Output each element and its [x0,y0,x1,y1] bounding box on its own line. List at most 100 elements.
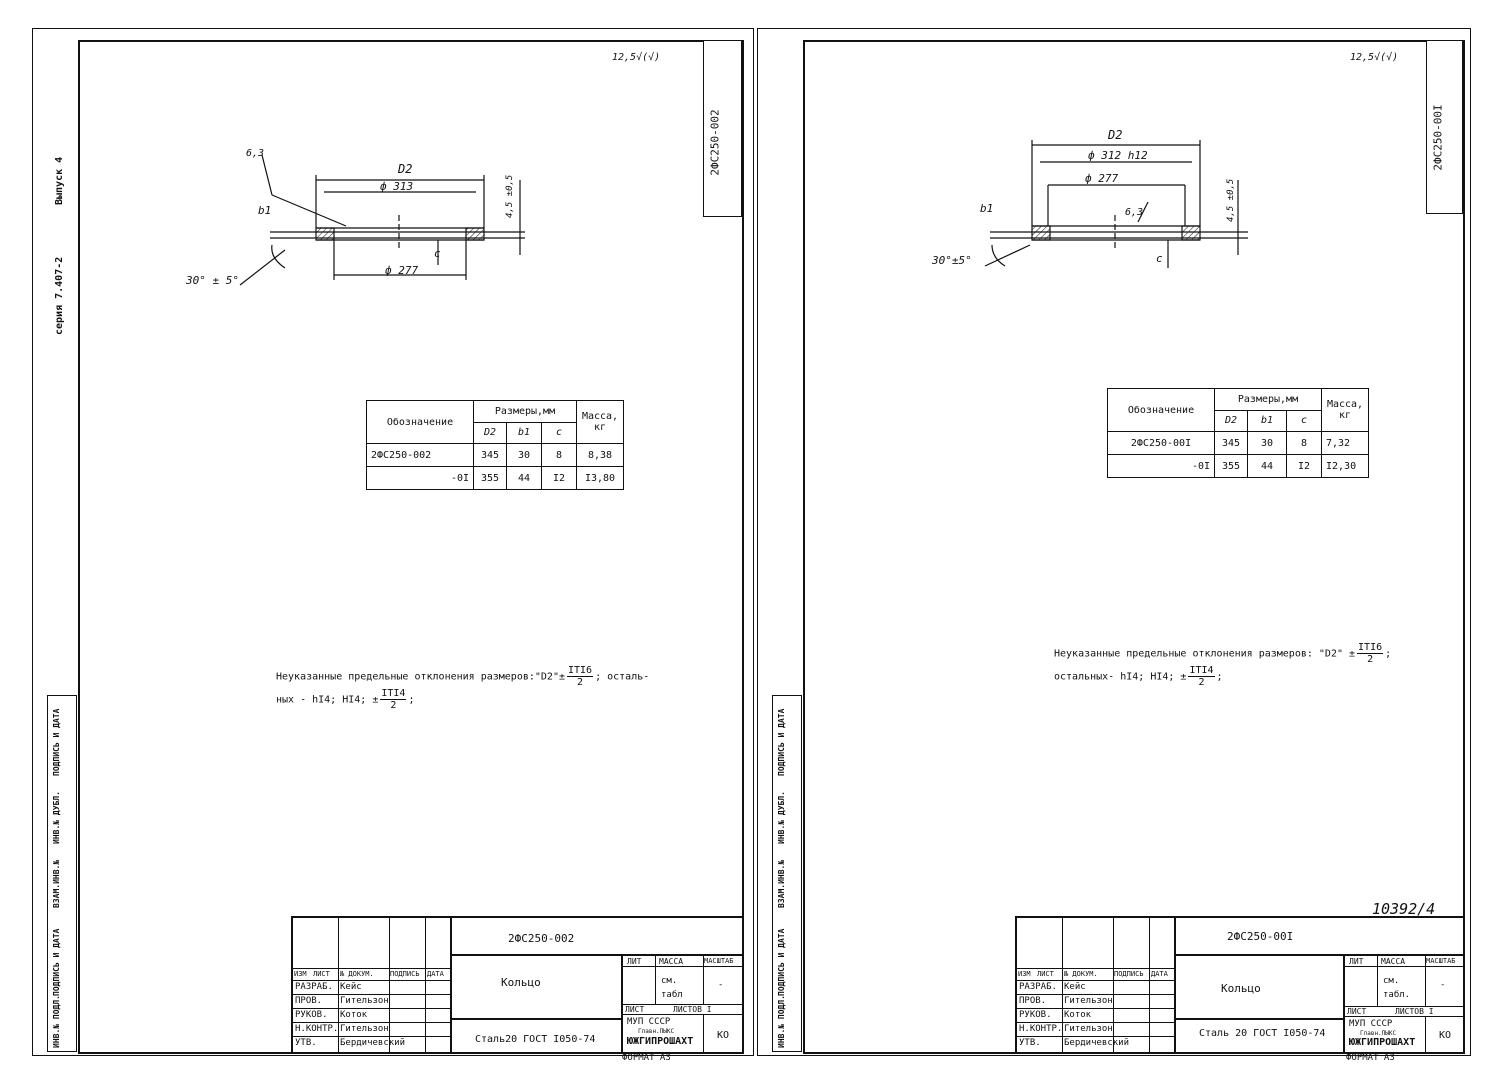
right-tb-role5: УТВ. [1019,1038,1041,1048]
left-tb-name4: Гительзон [340,1024,389,1034]
left-tb-lit: ЛИТ [627,957,642,966]
left-row1-designation: 2ФС250-002 [366,443,474,467]
right-sheet-outer [757,28,1471,1056]
right-tb-masshtab: МАСШТАБ [1426,957,1456,965]
right-stamp-4: ИНВ.№ ДУБЛ. [777,791,786,844]
left-note-frac2-n: IТI4 [380,688,407,700]
right-tb-massa: МАССА [1381,957,1406,966]
right-th-b1: b1 [1247,409,1287,432]
left-format-label: ФОРМАТ А3 [622,1053,671,1063]
left-tb-mass-value: см. табл [661,976,683,1000]
right-row1-c: 8 [1286,431,1322,455]
right-th-mass: Масса, кг [1321,388,1369,432]
left-tb-h5: ДАТА [427,970,444,978]
right-tb-org-sub: Главн.ПЫКС [1360,1030,1397,1037]
right-dim-outer: ф 312 h12 [1088,149,1148,162]
left-title-block: ИЗМ ЛИСТ № ДОКУМ. ПОДПИСЬ ДАТА РАЗРАБ. К… [291,916,744,1054]
right-dim-c: c [1156,252,1163,265]
left-tb-massa: МАССА [659,957,684,966]
left-th-sizes: Размеры,мм [473,400,577,423]
left-th-c: c [541,421,577,444]
left-row1-d2: 345 [473,443,507,467]
left-tb-masshtab: МАСШТАБ [704,957,734,965]
right-tb-role3: РУКОВ. [1019,1010,1052,1020]
roughness-check-icon: √(√) [1374,52,1399,63]
left-tb-role5: УТВ. [295,1038,317,1048]
right-tb-name2: Гительзон [1064,996,1113,1006]
left-row1-c: 8 [541,443,577,467]
left-note-line2b: ; [408,694,415,706]
left-tb-name5: Бердичевский [340,1038,406,1048]
table-row: 2ФС250-00I 345 30 8 7,32 [1107,431,1369,455]
right-designation-box: 2ФС250-00I [1426,40,1463,214]
right-stamp-5: ПОДПИСЬ И ДАТА [777,708,786,776]
table-row: -0I 355 44 I2 I3,80 [366,466,624,490]
right-note-frac2-d: 2 [1198,677,1205,688]
left-stamp-1: ИНВ.№ ПОДЛ. [52,995,61,1048]
left-sheet-outer [32,28,754,1056]
left-vertical-stamp: ИНВ.№ ПОДЛ. ПОДПИСЬ И ДАТА ВЗАМ.ИНВ.№ ИН… [47,695,77,1052]
left-note-frac1-n: IТI6 [566,665,594,677]
left-tb-h3: № ДОКУМ. [340,970,374,978]
right-note-line2b: ; [1216,671,1223,683]
left-tb-code: 2ФС250-002 [508,932,575,945]
right-note-frac2-n: IТI4 [1188,665,1215,677]
right-dim-inner: ф 277 [1085,172,1119,185]
right-note-line1b: ; [1385,648,1392,660]
left-note-line1a: Неуказанные предельные отклонения размер… [276,671,565,683]
left-stamp-4: ИНВ.№ ДУБЛ. [52,791,61,844]
right-row2-d2: 355 [1214,454,1248,478]
left-spec-table: Обозначение Размеры,мм Масса, кг D2 b1 c… [366,400,624,490]
right-tb-role2: ПРОВ. [1019,996,1047,1006]
right-tb-h2: ЛИСТ [1037,970,1054,978]
left-row2-mass: I3,80 [576,466,624,490]
right-roughness-value: 12,5 [1350,52,1375,63]
left-tb-name2: Гительзон [340,996,389,1006]
left-stamp-3: ВЗАМ.ИНВ.№ [52,859,61,908]
right-dim-d2: D2 [1108,128,1123,142]
right-tb-scale-value: - [1440,980,1446,990]
left-dim-b: b1 [258,204,272,217]
left-dim-c: c [434,247,441,260]
right-sheet-number: 10392/4 [1372,900,1436,918]
left-tb-role2: ПРОВ. [295,996,323,1006]
right-row1-b1: 30 [1247,431,1287,455]
right-tb-name5: Бердичевский [1064,1038,1130,1048]
left-tb-name: Кольцо [501,976,541,989]
left-dim-angle: 30° ± 5° [186,274,239,287]
right-dim-roughness-mark: 6,3 [1125,207,1144,218]
right-stamp-1: ИНВ.№ ПОДЛ. [777,995,786,1048]
right-title-block: ИЗМ ЛИСТ № ДОКУМ. ПОДПИСЬ ДАТА РАЗРАБ. К… [1015,916,1465,1054]
right-tb-org-ministry: МУП СССР [1349,1019,1393,1029]
right-tb-name1: Кейс [1064,982,1086,992]
right-spec-table: Обозначение Размеры,мм Масса, кг D2 b1 c… [1107,388,1369,478]
left-tb-scale-value: - [718,980,724,990]
left-tb-material: Сталь20 ГОСТ I050-74 [475,1034,596,1045]
left-tb-ko: КО [717,1030,730,1041]
right-th-sizes: Размеры,мм [1214,388,1322,411]
right-stamp-2: ПОДПИСЬ И ДАТА [777,928,786,996]
right-roughness: 12,5√(√) [1350,52,1398,63]
right-tb-h1: ИЗМ [1018,970,1031,978]
right-th-c: c [1286,409,1322,432]
left-tb-h4: ПОДПИСЬ [390,970,420,978]
left-tb-org-sub: Главн.ПЫКС [638,1028,675,1035]
right-tb-h4: ПОДПИСЬ [1114,970,1144,978]
right-tb-name3: Коток [1064,1010,1092,1020]
right-format-label: ФОРМАТ А3 [1346,1053,1395,1063]
right-tb-role4: Н.КОНТР. [1019,1024,1063,1034]
right-tb-listov: ЛИСТОВ I [1395,1007,1434,1016]
right-tb-lit: ЛИТ [1349,957,1364,966]
right-note-line1a: Неуказанные предельные отклонения размер… [1054,648,1356,660]
right-tb-org-name: ЮЖГИПРОШАХТ [1349,1037,1416,1048]
roughness-check-icon: √(√) [636,52,661,63]
left-ring-drawing [239,154,525,286]
right-tb-name4: Гительзон [1064,1024,1113,1034]
right-tb-material: Сталь 20 ГОСТ I050-74 [1199,1028,1326,1039]
table-row: -0I 355 44 I2 I2,30 [1107,454,1369,478]
left-th-b1: b1 [506,421,542,444]
